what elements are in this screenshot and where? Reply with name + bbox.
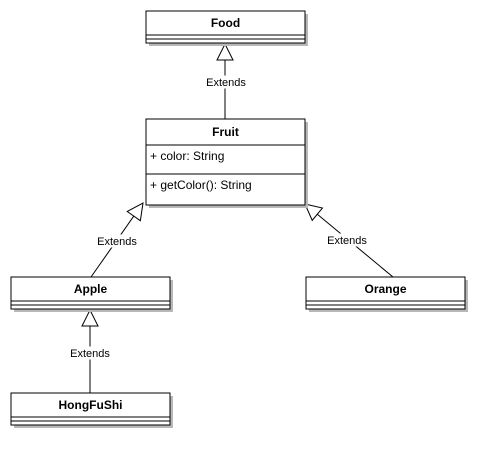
edge-label: Extends	[206, 77, 246, 89]
class-attribute: + color: String	[150, 149, 224, 163]
class-apple[interactable]: Apple	[10, 276, 173, 312]
edge-label-background	[204, 75, 248, 89]
class-box	[10, 392, 171, 426]
edge-orange-extends-fruit: Extends	[304, 203, 394, 278]
edge-label: Extends	[70, 348, 110, 360]
class-box	[145, 118, 306, 206]
class-name: Food	[211, 16, 240, 30]
edge-fruit-extends-food: Extends	[204, 42, 248, 119]
edge-label: Extends	[327, 235, 367, 247]
hollow-triangle-arrowhead	[304, 203, 324, 222]
hollow-triangle-arrowhead	[81, 308, 99, 327]
edge-label-background	[95, 234, 139, 248]
class-name: HongFuShi	[59, 398, 123, 412]
class-name: Orange	[364, 282, 406, 296]
class-name: Fruit	[212, 125, 239, 139]
class-fruit[interactable]: Fruit + color: String + getColor(): String	[145, 118, 308, 208]
class-orange[interactable]: Orange	[305, 276, 468, 312]
edge-apple-extends-fruit: Extends	[90, 202, 144, 278]
class-food[interactable]: Food	[145, 10, 308, 46]
class-box	[145, 10, 306, 44]
class-hongfushi[interactable]: HongFuShi	[10, 392, 173, 428]
class-box	[305, 276, 466, 310]
hollow-triangle-arrowhead	[216, 42, 234, 61]
edge-hongfushi-extends-apple: Extends	[68, 308, 112, 393]
hollow-triangle-arrowhead	[126, 202, 144, 222]
class-box	[10, 276, 171, 310]
edge-label-background	[68, 346, 112, 360]
class-name: Apple	[74, 282, 108, 296]
edge-label-background	[325, 233, 369, 247]
edge-label: Extends	[97, 236, 137, 248]
class-operation: + getColor(): String	[150, 178, 252, 192]
